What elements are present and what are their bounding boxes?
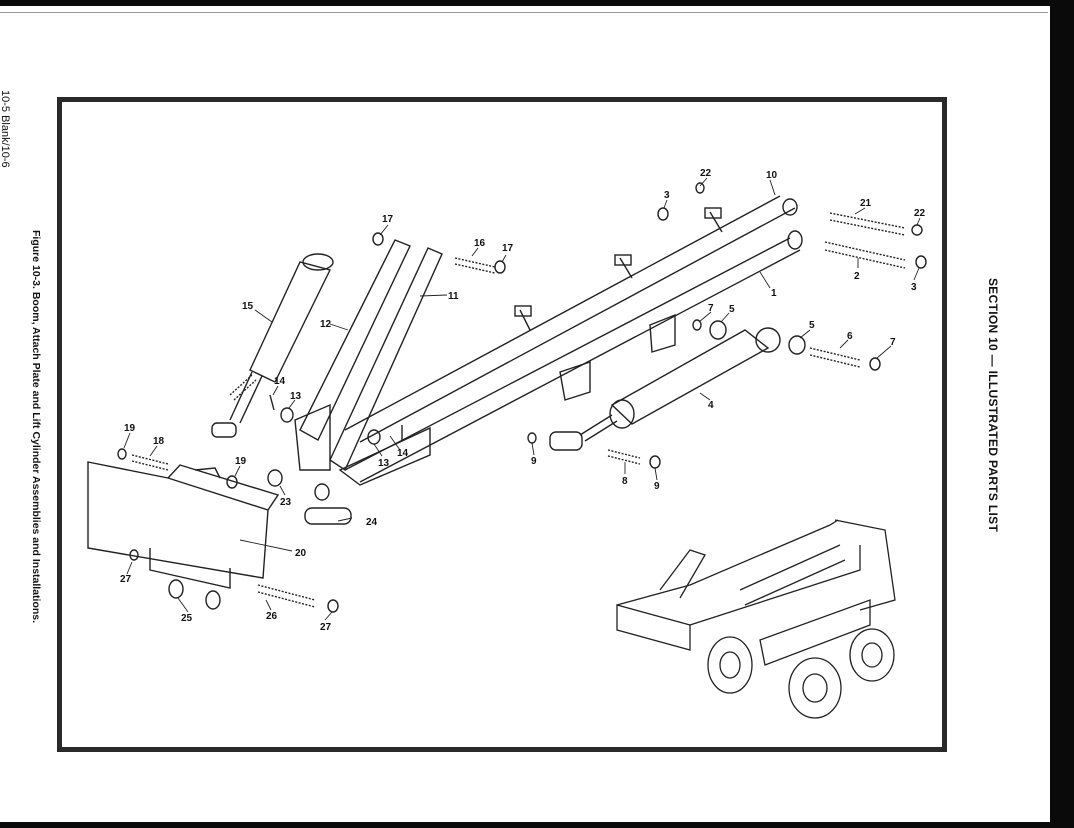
callout-19: 19 (235, 456, 247, 467)
header-rule (0, 12, 1048, 13)
callout-2: 2 (854, 271, 860, 282)
callout-19: 19 (124, 423, 136, 434)
callout-13: 13 (290, 391, 302, 402)
callout-25: 25 (181, 613, 193, 624)
vehicle-illustration (616, 519, 896, 719)
callout-16: 16 (474, 238, 486, 249)
callout-13: 13 (378, 458, 390, 469)
callout-4: 4 (708, 400, 714, 411)
exploded-parts-diagram: 22 10 3 21 22 17 16 17 2 3 1 11 15 12 7 … (87, 168, 927, 719)
callout-numbers: 22 10 3 21 22 17 16 17 2 3 1 11 15 12 7 … (120, 168, 926, 633)
callout-1: 1 (771, 288, 777, 299)
callout-5: 5 (809, 320, 815, 331)
callout-9: 9 (654, 481, 660, 492)
window-top-border (0, 0, 1074, 6)
callout-10: 10 (766, 170, 778, 181)
callout-17: 17 (382, 214, 394, 225)
callout-3: 3 (664, 190, 670, 201)
callout-21: 21 (860, 198, 872, 209)
callout-24: 24 (366, 517, 378, 528)
callout-27: 27 (120, 574, 132, 585)
callout-26: 26 (266, 611, 278, 622)
window-right-border (1050, 0, 1074, 828)
callout-9: 9 (531, 456, 537, 467)
callout-11: 11 (448, 291, 459, 302)
callout-3: 3 (911, 282, 917, 293)
callout-14: 14 (274, 376, 286, 387)
callout-7: 7 (708, 303, 714, 314)
callout-23: 23 (280, 497, 292, 508)
callout-14: 14 (397, 448, 409, 459)
callout-6: 6 (847, 331, 853, 342)
callout-12: 12 (320, 319, 332, 330)
figure-frame (57, 97, 947, 752)
window-bottom-border (0, 822, 1074, 828)
callout-22: 22 (914, 208, 926, 219)
callout-18: 18 (153, 436, 165, 447)
boom-assembly-drawing (87, 182, 927, 613)
callout-17: 17 (502, 243, 514, 254)
callout-7: 7 (890, 337, 896, 348)
callout-15: 15 (242, 301, 254, 312)
callout-22: 22 (700, 168, 712, 179)
callout-20: 20 (295, 548, 307, 559)
callout-27: 27 (320, 622, 332, 633)
callout-5: 5 (729, 304, 735, 315)
callout-leaders (123, 177, 921, 621)
callout-8: 8 (622, 476, 628, 487)
